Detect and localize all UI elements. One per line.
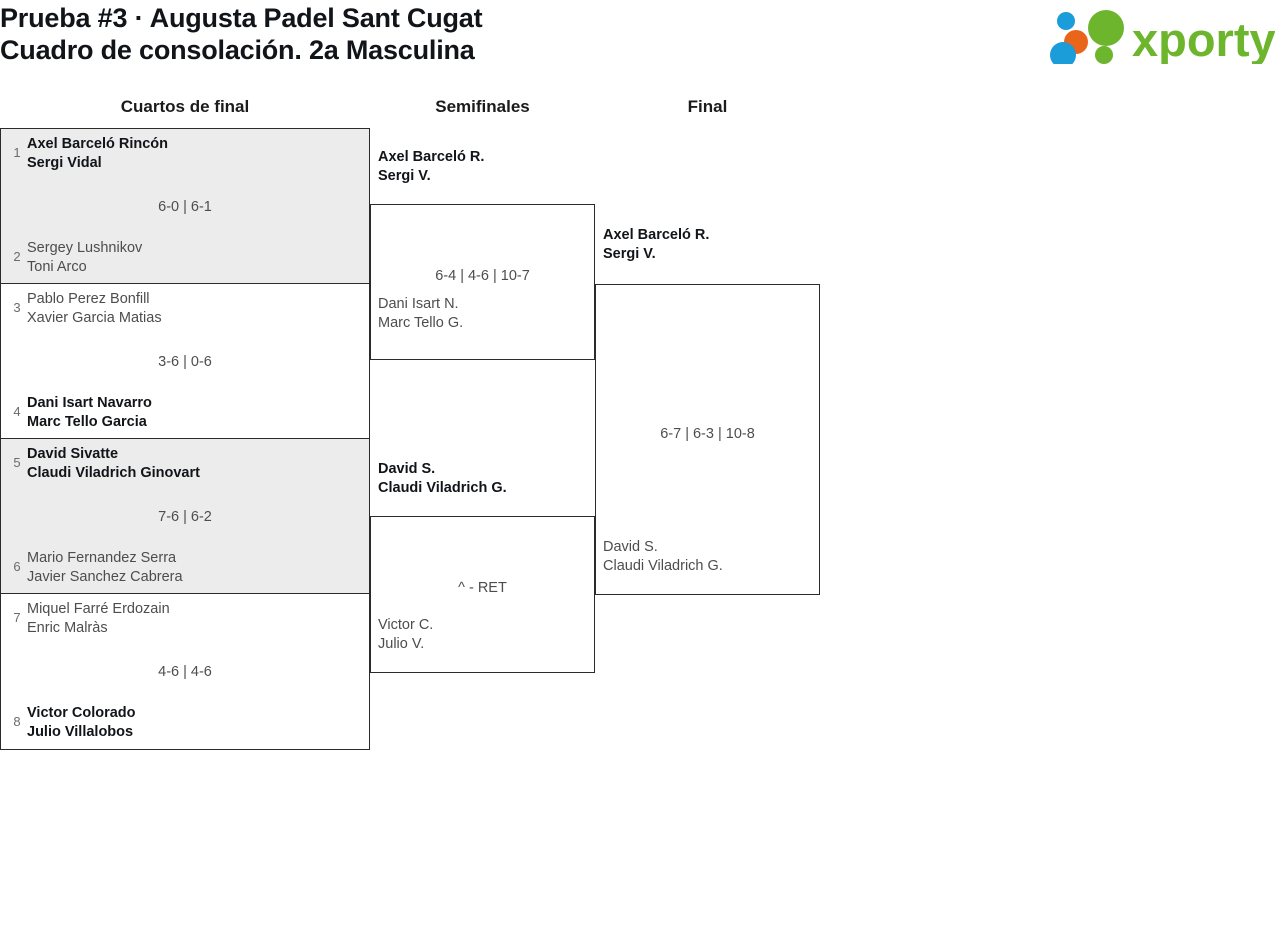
seed-number: 7: [13, 610, 21, 625]
player-name: Dani Isart N.: [378, 296, 459, 312]
player-name: Sergi V.: [603, 245, 656, 262]
round-header-final: Final: [687, 97, 728, 116]
match-final-team-bottom: David S. Claudi Viladrich G.: [595, 538, 723, 575]
match-qf-1-score: 6-0 | 6-1: [158, 199, 212, 215]
player-name: Dani Isart Navarro: [27, 395, 152, 411]
player-name: Claudi Viladrich G.: [603, 557, 723, 574]
match-sf-2[interactable]: ^ - RET: [370, 516, 595, 673]
match-qf-1-team-top: 1 Axel Barceló Rincón Sergi Vidal: [1, 135, 369, 172]
player-name: Julio V.: [378, 635, 425, 652]
player-name: Xavier Garcia Matias: [27, 309, 162, 326]
match-final[interactable]: 6-7 | 6-3 | 10-8: [595, 284, 820, 595]
seed-number: 3: [13, 300, 21, 315]
player-name: Sergey Lushnikov: [27, 240, 143, 256]
page-title: Prueba #3 · Augusta Padel Sant Cugat Cua…: [0, 2, 483, 66]
match-qf-1-team-bottom: 2 Sergey Lushnikov Toni Arco: [1, 239, 369, 276]
player-name: Claudi Viladrich Ginovart: [27, 464, 200, 481]
player-name: Axel Barceló R.: [378, 149, 485, 165]
player-name: Axel Barceló R.: [603, 227, 710, 243]
seed-number: 2: [13, 249, 21, 264]
match-sf-1-team-top: Axel Barceló R. Sergi V.: [370, 148, 484, 185]
seed-number: 5: [13, 455, 21, 470]
match-final-score: 6-7 | 6-3 | 10-8: [660, 426, 755, 442]
logo-dot-green-big: [1088, 10, 1124, 46]
player-name: Sergi V.: [378, 167, 431, 184]
player-name: Victor C.: [378, 617, 434, 633]
player-name: Miquel Farré Erdozain: [27, 601, 170, 617]
player-name: Claudi Viladrich G.: [378, 479, 507, 496]
xporty-logo[interactable]: xporty: [1050, 8, 1275, 64]
player-name: Marc Tello Garcia: [27, 413, 147, 430]
player-name: David Sivatte: [27, 446, 119, 462]
player-name: Julio Villalobos: [27, 723, 134, 740]
player-name: Toni Arco: [27, 258, 87, 275]
seed-number: 6: [13, 559, 21, 574]
player-name: Pablo Perez Bonfill: [27, 291, 150, 307]
match-qf-2-team-top: 3 Pablo Perez Bonfill Xavier Garcia Mati…: [1, 290, 369, 327]
match-sf-1-score: 6-4 | 4-6 | 10-7: [435, 268, 530, 284]
player-name: David S.: [603, 539, 658, 555]
logo-dot-blue-small: [1057, 12, 1075, 30]
seed-number: 8: [13, 714, 21, 729]
seed-number: 4: [13, 404, 21, 419]
logo-dot-blue-large: [1050, 42, 1076, 64]
player-name: Victor Colorado: [27, 705, 136, 721]
match-qf-4-team-top: 7 Miquel Farré Erdozain Enric Malràs: [1, 600, 369, 637]
player-name: Axel Barceló Rincón: [27, 136, 169, 152]
match-qf-4-team-bottom: 8 Victor Colorado Julio Villalobos: [1, 704, 369, 741]
match-final-team-top: Axel Barceló R. Sergi V.: [595, 226, 709, 263]
match-sf-2-team-top: David S. Claudi Viladrich G.: [370, 460, 507, 497]
round-header-quarterfinals: Cuartos de final: [120, 97, 250, 116]
match-qf-3-team-bottom: 6 Mario Fernandez Serra Javier Sanchez C…: [1, 549, 369, 586]
match-qf-4-score: 4-6 | 4-6: [158, 664, 212, 680]
match-sf-2-team-bottom: Victor C. Julio V.: [370, 616, 433, 653]
title-line-2: Cuadro de consolación. 2a Masculina: [0, 35, 475, 65]
match-qf-2-team-bottom: 4 Dani Isart Navarro Marc Tello Garcia: [1, 394, 369, 431]
seed-number: 1: [13, 145, 21, 160]
logo-dot-green-small: [1095, 46, 1113, 64]
title-line-1: Prueba #3 · Augusta Padel Sant Cugat: [0, 3, 483, 33]
player-name: David S.: [378, 461, 436, 477]
match-sf-2-score: ^ - RET: [458, 580, 507, 596]
match-sf-1-team-bottom: Dani Isart N. Marc Tello G.: [370, 295, 463, 332]
match-qf-2[interactable]: 3 Pablo Perez Bonfill Xavier Garcia Mati…: [0, 283, 370, 439]
match-qf-4[interactable]: 7 Miquel Farré Erdozain Enric Malràs 4-6…: [0, 593, 370, 750]
player-name: Mario Fernandez Serra: [27, 550, 177, 566]
player-name: Sergi Vidal: [27, 154, 102, 171]
match-qf-3[interactable]: 5 David Sivatte Claudi Viladrich Ginovar…: [0, 438, 370, 594]
match-sf-1[interactable]: 6-4 | 4-6 | 10-7: [370, 204, 595, 360]
player-name: Javier Sanchez Cabrera: [27, 568, 183, 585]
round-header-semifinals: Semifinales: [435, 97, 530, 116]
player-name: Marc Tello G.: [378, 314, 464, 331]
logo-wordmark: xporty: [1132, 13, 1275, 64]
match-qf-2-score: 3-6 | 0-6: [158, 354, 212, 370]
match-qf-3-team-top: 5 David Sivatte Claudi Viladrich Ginovar…: [1, 445, 369, 482]
match-qf-1[interactable]: 1 Axel Barceló Rincón Sergi Vidal 6-0 | …: [0, 128, 370, 284]
player-name: Enric Malràs: [27, 619, 108, 636]
match-qf-3-score: 7-6 | 6-2: [158, 509, 212, 525]
bracket: 1 Axel Barceló Rincón Sergi Vidal 6-0 | …: [0, 128, 1280, 768]
